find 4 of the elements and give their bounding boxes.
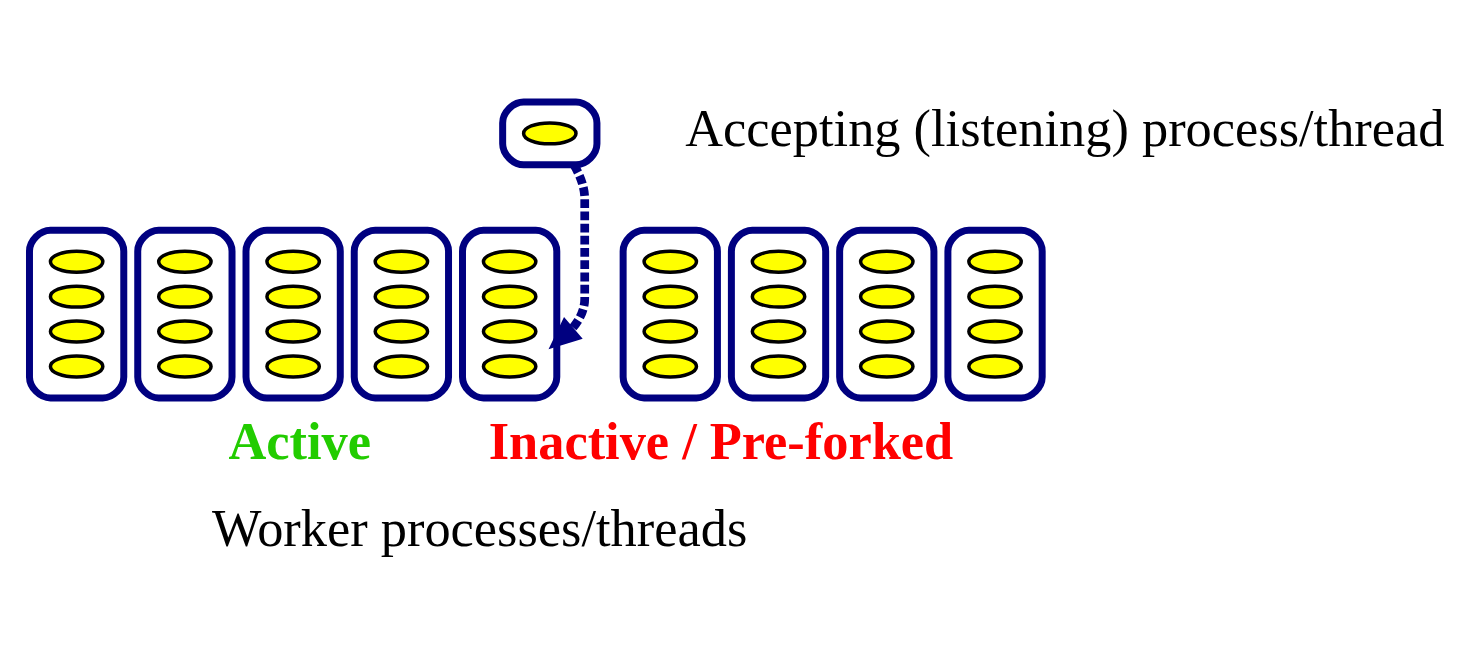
label: Worker processes/threads <box>211 498 748 557</box>
node-label: Accepting (listening) process/thread <box>685 98 1445 157</box>
label: Active <box>228 411 372 470</box>
label: Inactive / Pre-forked <box>488 411 954 470</box>
